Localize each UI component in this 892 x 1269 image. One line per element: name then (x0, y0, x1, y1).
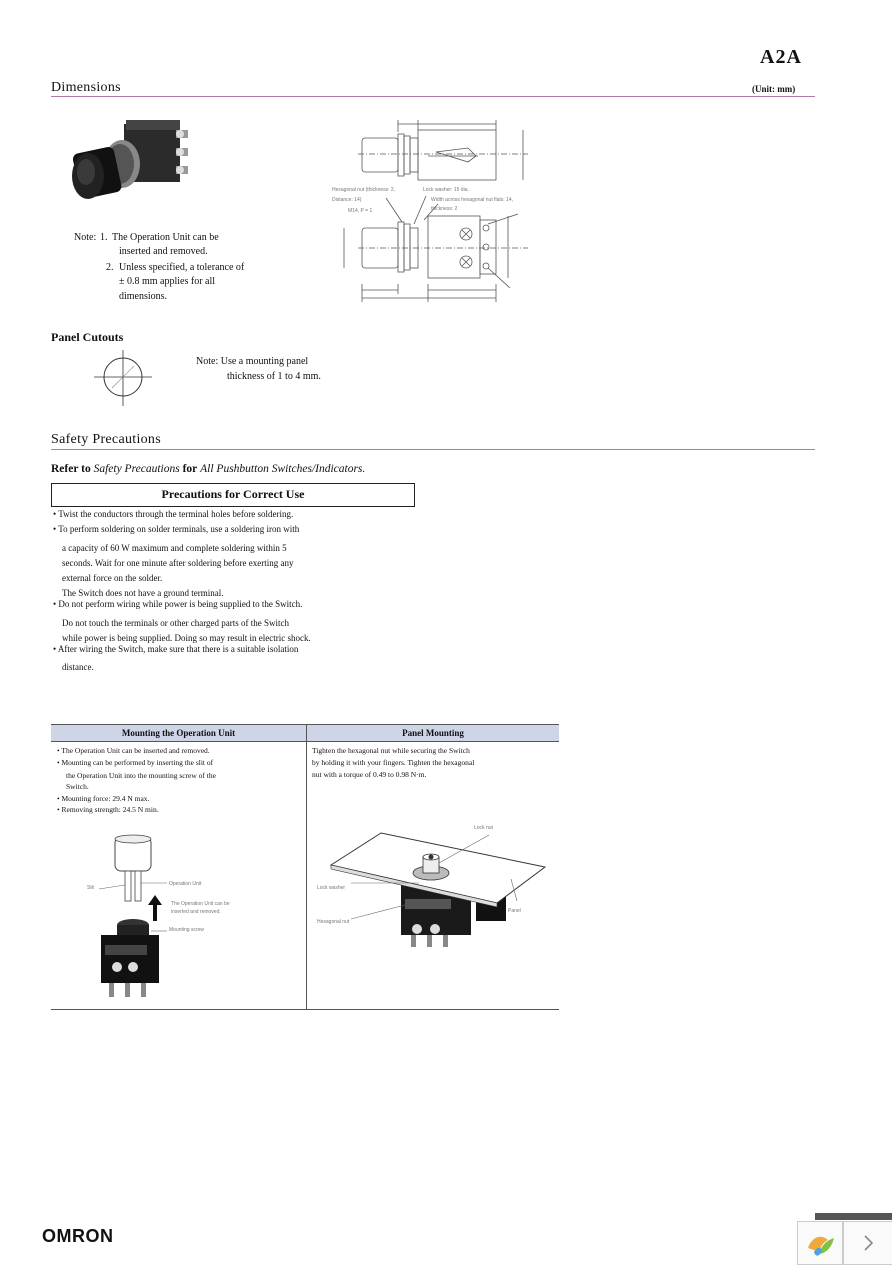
refer-mid: for (182, 463, 198, 475)
refer-safety-link: Safety Precautions (93, 463, 180, 475)
mounting-divider (306, 725, 307, 1009)
mounting-col2-header: Panel Mounting (307, 725, 559, 742)
section-title-safety: Safety Precautions (51, 432, 161, 447)
precaution-item: • To perform soldering on solder termina… (53, 524, 300, 534)
safety-refer-line: Refer to Safety Precautions for All Push… (51, 463, 365, 475)
omron-logo: OMRON (42, 1226, 114, 1246)
fig2-label-hex-nut: Hexagonal nut (317, 919, 350, 925)
precaution-item: distance. (62, 662, 94, 672)
fig1-label-insert-2: inserted and removed. (171, 909, 221, 915)
mount-col2-line: nut with a torque of 0.49 to 0.98 N·m. (312, 770, 427, 779)
panel-note-line1: Note: Use a mounting panel (196, 356, 309, 367)
drawing-label-width-across-1: Width across hexagonal nut flats: 14, (431, 197, 513, 203)
fig1-label-mounting-screw: Mounting screw (169, 927, 205, 933)
viewer-logo-button[interactable] (797, 1221, 843, 1265)
fig2-label-panel: Panel (508, 908, 521, 914)
mount-col2-line: Tighten the hexagonal nut while securing… (312, 746, 470, 755)
note1-line1: The Operation Unit can be (112, 232, 219, 243)
mounting-col1-header: Mounting the Operation Unit (51, 725, 306, 742)
note1-line2: inserted and removed. (119, 246, 208, 257)
mount-col1-line: • The Operation Unit can be inserted and… (57, 746, 210, 755)
section-rule-dimensions (51, 96, 815, 97)
precaution-item: The Switch does not have a ground termin… (62, 588, 224, 598)
footer-bar (815, 1213, 892, 1220)
fig2-label-lock-nut: Lock nut (474, 825, 493, 831)
panel-mounting-figure (329, 832, 547, 947)
dimension-drawing (343, 120, 528, 302)
fig1-label-operation-unit: Operation Unit (169, 881, 202, 887)
note2-line2: ± 0.8 mm applies for all (119, 276, 216, 287)
operation-unit-figure (98, 834, 167, 997)
drawing-label-thread: M14, P = 1 (348, 208, 373, 214)
drawing-label-lock-washer: Lock washer: 15 dia. (423, 187, 469, 193)
refer-all-switches: All Pushbutton Switches/Indicators. (200, 463, 366, 475)
section-title-panel-cutouts: Panel Cutouts (51, 330, 124, 344)
drawing-label-width-across-2: thickness: 2 (431, 206, 458, 212)
mount-col1-line: Switch. (66, 782, 89, 791)
next-page-button[interactable] (843, 1221, 892, 1265)
precaution-item: seconds. Wait for one minute after solde… (62, 558, 294, 568)
bird-icon (808, 1236, 834, 1256)
precaution-item: Do not touch the terminals or other char… (62, 618, 290, 628)
note2-num: 2. (106, 262, 114, 273)
note2-line3: dimensions. (119, 291, 168, 302)
mount-col1-line: the Operation Unit into the mounting scr… (66, 771, 216, 780)
section-rule-safety (51, 449, 815, 450)
mounting-table: Mounting the Operation Unit Panel Mounti… (51, 724, 559, 1010)
precaution-item: while power is being supplied. Doing so … (62, 633, 311, 643)
precaution-item: external force on the solder. (62, 573, 163, 583)
mount-col2-line: by holding it with your fingers. Tighten… (312, 758, 475, 767)
precaution-item: a capacity of 60 W maximum and complete … (62, 543, 287, 553)
note1-num: 1. (100, 232, 108, 243)
drawing-label-hex-nut-2: Distance: 14) (332, 197, 362, 203)
chevron-right-icon (864, 1235, 874, 1251)
note-prefix: Note: (74, 232, 97, 243)
fig1-label-slit: Slit (87, 885, 94, 891)
precaution-item: • Twist the conductors through the termi… (53, 509, 294, 519)
fig2-label-lock-washer: Lock washer (317, 885, 346, 891)
precautions-box-title: Precautions for Correct Use (51, 483, 415, 507)
fig1-label-insert-1: The Operation Unit can be (171, 901, 230, 907)
mount-col1-line: • Removing strength: 24.5 N min. (57, 805, 159, 814)
panel-cutout-drawing (94, 350, 152, 406)
refer-prefix: Refer to (51, 463, 91, 475)
precaution-item: • After wiring the Switch, make sure tha… (53, 644, 299, 654)
mount-col1-line: • Mounting can be performed by inserting… (57, 758, 214, 767)
drawing-label-hex-nut-1: Hexagonal nut (thickness: 2, (332, 187, 396, 193)
precautions-list: • Twist the conductors through the termi… (51, 507, 431, 677)
section-title-dimensions: Dimensions (51, 80, 121, 95)
mount-col1-line: • Mounting force: 29.4 N max. (57, 794, 150, 803)
panel-note-line2: thickness of 1 to 4 mm. (227, 371, 321, 382)
unit-label: (Unit: mm) (752, 84, 796, 94)
model-name: A2A (760, 46, 802, 68)
note2-line1: Unless specified, a tolerance of (119, 262, 245, 273)
product-photo (72, 120, 188, 199)
precaution-item: • Do not perform wiring while power is b… (53, 599, 303, 609)
